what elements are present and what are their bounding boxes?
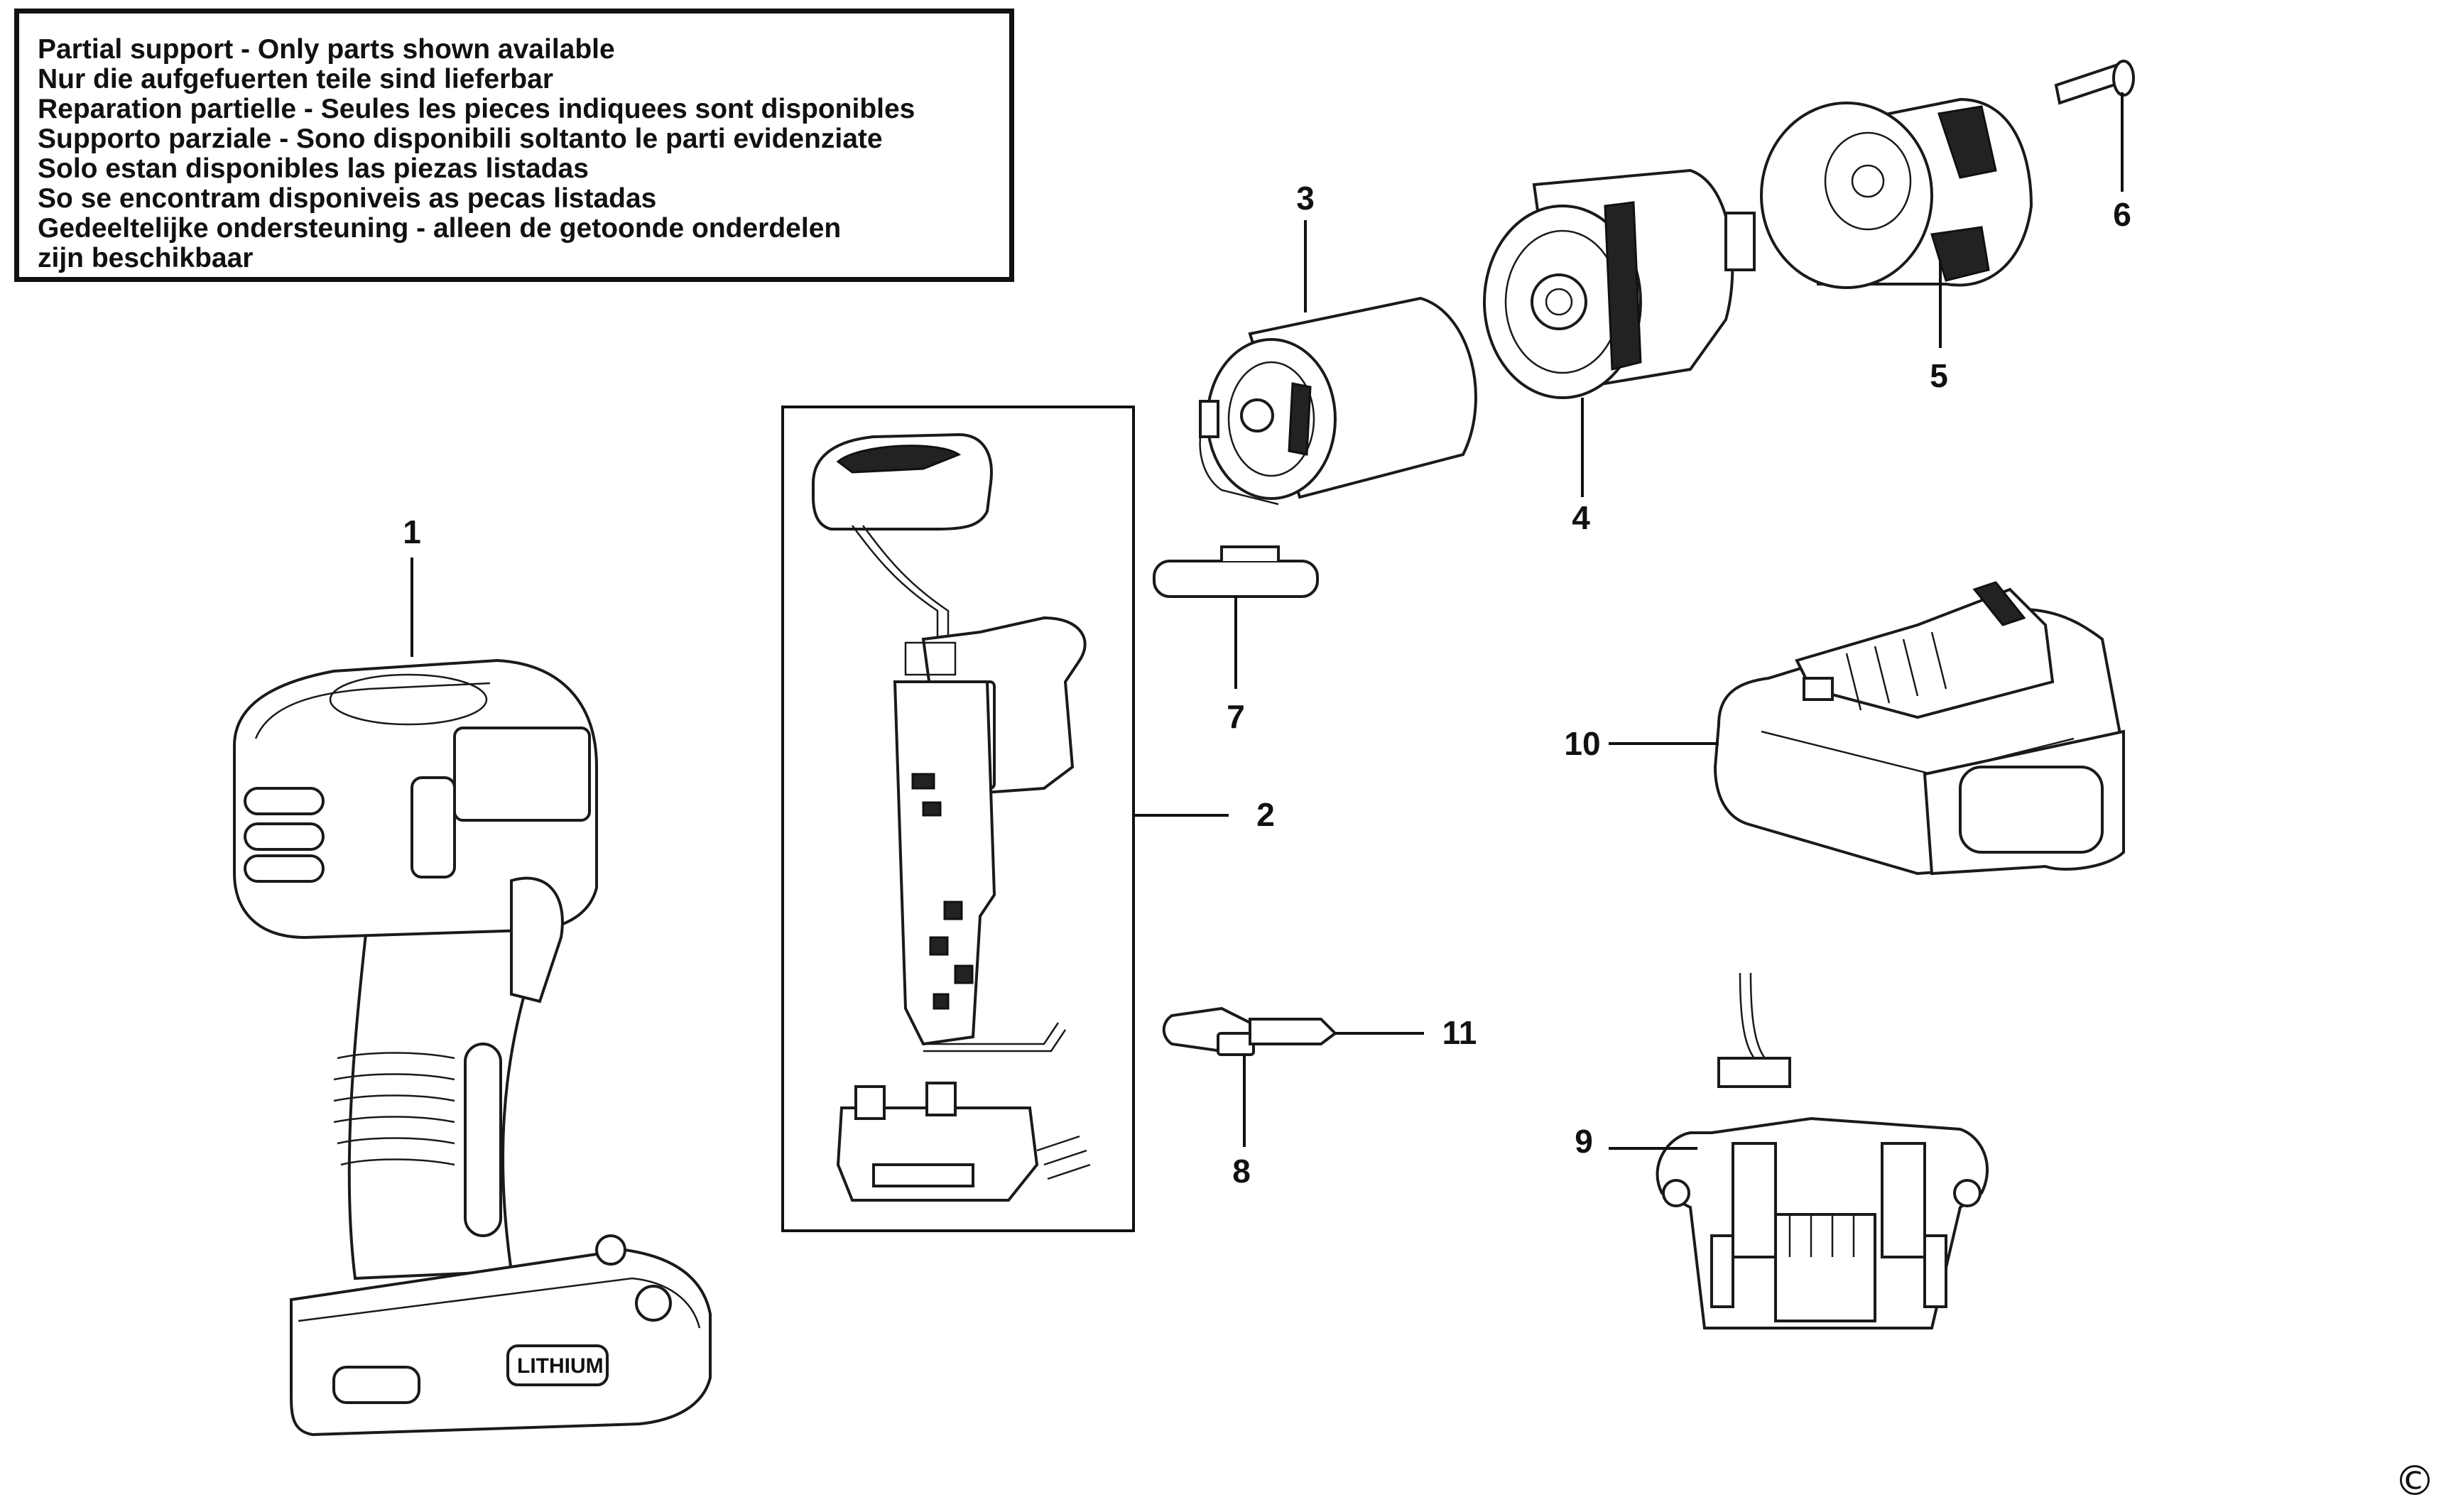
callout-part-9[interactable]: 9 xyxy=(1575,1123,1593,1160)
part-4-gearbox[interactable] xyxy=(1483,168,1756,399)
notice-line-nl-2: zijn beschikbaar xyxy=(38,243,254,273)
notice-line-pt: So se encontram disponiveis as pecas lis… xyxy=(38,183,657,214)
part-8-led-holder[interactable] xyxy=(1162,1006,1255,1056)
notice-line-de: Nur die aufgefuerten teile sind lieferba… xyxy=(38,64,553,94)
part-9-charger-terminal[interactable] xyxy=(1656,972,1989,1329)
callout-part-2[interactable]: 2 xyxy=(1256,796,1275,833)
callout-part-6[interactable]: 6 xyxy=(2113,196,2131,233)
callout-part-11[interactable]: 11 xyxy=(1442,1014,1477,1051)
part-11-led-lens[interactable] xyxy=(1249,1018,1338,1045)
part-6-screw[interactable] xyxy=(2054,60,2135,105)
part-2-assembly-frame xyxy=(781,406,1135,1232)
notice-line-it: Supporto parziale - Sono disponibili sol… xyxy=(38,124,883,154)
callout-part-7[interactable]: 7 xyxy=(1227,698,1245,735)
part-5-collar[interactable] xyxy=(1760,97,2033,289)
notice-line-fr: Reparation partielle - Seules les pieces… xyxy=(38,94,915,124)
part-3-motor[interactable] xyxy=(1199,296,1477,506)
callout-part-3[interactable]: 3 xyxy=(1296,180,1315,217)
battery-brand-label: LITHIUM xyxy=(517,1354,604,1378)
part-7-slider[interactable] xyxy=(1153,545,1319,598)
part-2-switch-pcb-assembly[interactable] xyxy=(812,433,1091,1202)
part-1-drill-housing[interactable]: LITHIUM xyxy=(233,658,712,1437)
notice-line-en: Partial support - Only parts shown avail… xyxy=(38,34,615,65)
callout-part-10[interactable]: 10 xyxy=(1564,725,1600,762)
callout-part-1[interactable]: 1 xyxy=(403,513,421,550)
notice-line-es: Solo estan disponibles las piezas listad… xyxy=(38,153,589,184)
notice-line-nl-1: Gedeeltelijke ondersteuning - alleen de … xyxy=(38,213,842,244)
copyright-symbol: © xyxy=(2394,1457,2435,1505)
callout-part-5[interactable]: 5 xyxy=(1930,357,1948,394)
parts-availability-notice: Partial support - Only parts shown avail… xyxy=(14,9,1014,282)
callout-part-4[interactable]: 4 xyxy=(1572,499,1590,536)
part-10-battery-pack[interactable] xyxy=(1713,581,2126,876)
callout-part-8[interactable]: 8 xyxy=(1232,1153,1251,1190)
